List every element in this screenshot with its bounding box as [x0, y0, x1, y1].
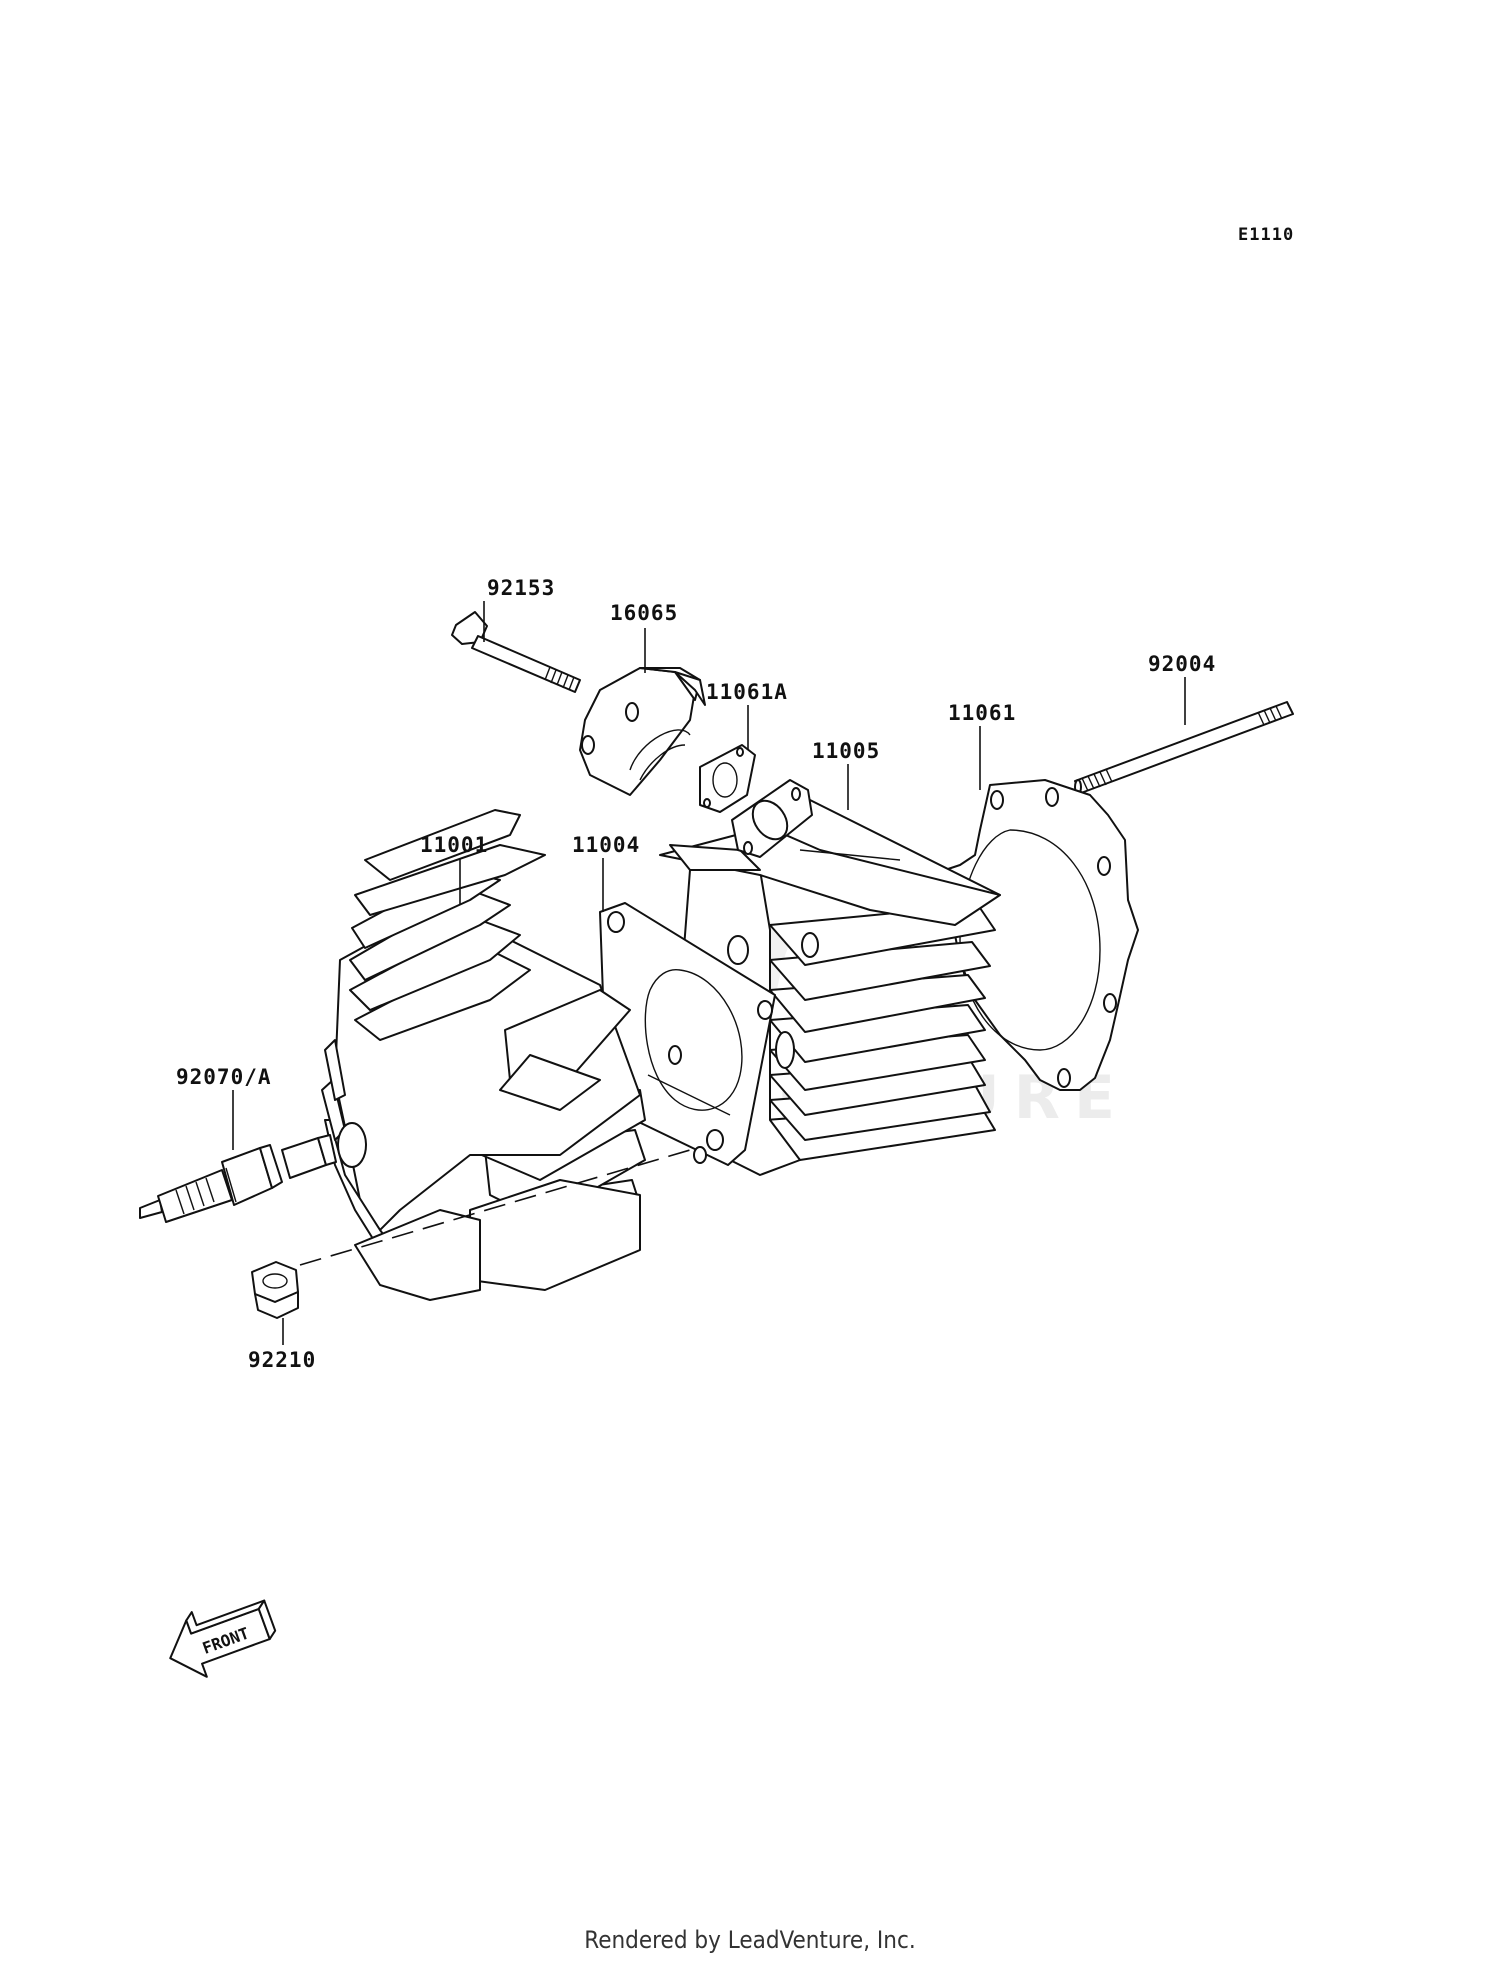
label-11001[interactable]: 11001 [420, 833, 488, 857]
label-92153[interactable]: 92153 [487, 576, 555, 600]
part-11004-head-gasket[interactable] [599, 902, 776, 1166]
leader-lines [232, 601, 1186, 1345]
label-92210[interactable]: 92210 [248, 1348, 316, 1372]
label-92004[interactable]: 92004 [1148, 652, 1216, 676]
part-92153-bolt[interactable] [451, 611, 581, 693]
label-16065[interactable]: 16065 [610, 601, 678, 625]
part-11061A-intake-gasket[interactable] [699, 744, 756, 813]
footer-credit: Rendered by LeadVenture, Inc. [584, 1926, 916, 1954]
part-92070A-spark-plug[interactable] [139, 1134, 337, 1223]
diagram-code: E1110 [1238, 225, 1294, 245]
part-16065-intake-joint[interactable] [579, 667, 706, 796]
part-labels: 92153 16065 11061A 11005 11061 92004 110… [176, 576, 1216, 1372]
label-11061[interactable]: 11061 [948, 701, 1016, 725]
label-11005[interactable]: 11005 [812, 739, 880, 763]
part-11001-cylinder-head[interactable] [321, 809, 731, 1301]
part-92004-stud[interactable] [1074, 701, 1294, 795]
label-92070A[interactable]: 92070/A [176, 1065, 272, 1089]
part-11061-base-gasket[interactable] [944, 779, 1139, 1091]
part-92210-nut[interactable] [251, 1261, 299, 1319]
front-arrow: FRONT [169, 1599, 277, 1678]
label-11004[interactable]: 11004 [572, 833, 640, 857]
label-11061A[interactable]: 11061A [706, 680, 788, 704]
